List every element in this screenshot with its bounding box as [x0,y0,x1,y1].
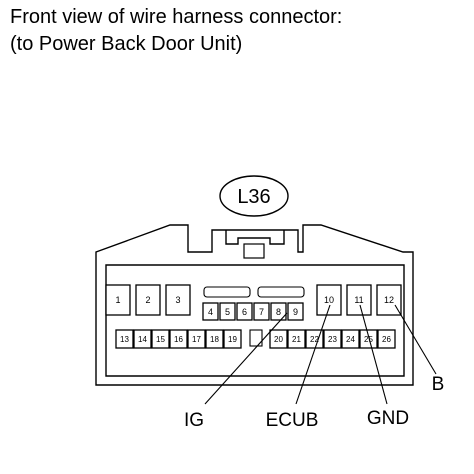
pin-12-label: 12 [384,295,394,305]
pin-3-label: 3 [175,295,180,305]
pin-group-top-right: 10 11 12 [316,284,402,316]
pin-23 [323,329,342,349]
pin-4 [202,302,219,321]
pin-19 [223,329,242,349]
pin-18 [205,329,224,349]
pin-19-label: 19 [228,335,237,344]
pin-14-label: 14 [138,335,147,344]
pin-4-label: 4 [208,307,213,317]
pin-group-bottom-right: 20 21 22 23 24 25 26 [269,329,396,349]
pin-21 [287,329,306,349]
pin-26-label: 26 [382,335,391,344]
pin-5-label: 5 [225,307,230,317]
connector-inner-frame [105,264,405,377]
pin-23-label: 23 [328,335,337,344]
pin-11-label: 11 [354,295,363,305]
pin-20 [269,329,288,349]
connector-code-bubble [219,175,289,217]
pin-7-label: 7 [259,307,264,317]
pin-14 [133,329,152,349]
pin-25-label: 25 [364,335,373,344]
pin-6 [236,302,253,321]
pin-20-label: 20 [274,335,283,344]
connector-center-key [249,329,263,347]
pin-24-label: 24 [346,335,355,344]
connector-lock-tab [243,243,265,259]
pin-5 [219,302,236,321]
pin-8-label: 8 [276,307,281,317]
pin-25 [359,329,378,349]
connector-latch [225,230,285,245]
terminal-label-ig: IG [184,410,204,431]
terminal-label-ecub: ECUB [266,410,319,431]
pin-16 [169,329,188,349]
leader-ig [204,312,288,405]
pin-17-label: 17 [192,335,201,344]
leader-b [394,304,437,375]
connector-key-slot-right [257,286,305,298]
pin-13-label: 13 [120,335,129,344]
pin-8 [270,302,287,321]
connector-key-slot-left [203,286,251,298]
pin-group-middle: 4 5 6 7 8 9 [202,302,304,321]
terminal-label-gnd: GND [367,408,409,429]
pin-18-label: 18 [210,335,219,344]
pin-22 [305,329,324,349]
pin-2-label: 2 [145,295,150,305]
connector-code-label: L36 [237,186,270,208]
pin-22-label: 22 [310,335,319,344]
pin-3 [165,284,191,316]
pin-24 [341,329,360,349]
pin-13 [115,329,134,349]
pin-7 [253,302,270,321]
pin-17 [187,329,206,349]
pin-2 [135,284,161,316]
connector-housing [95,224,414,386]
pin-15 [151,329,170,349]
pin-26 [377,329,396,349]
pin-21-label: 21 [292,335,301,344]
leader-ecub [295,304,331,405]
pin-12 [376,284,402,316]
pin-11 [346,284,372,316]
terminal-label-b: B [432,374,445,395]
leader-gnd [359,304,388,405]
diagram-subtitle: (to Power Back Door Unit) [10,33,243,55]
pin-group-bottom-left: 13 14 15 16 17 18 19 [115,329,242,349]
pin-15-label: 15 [156,335,165,344]
pin-group-top-left: 1 2 3 [105,284,191,316]
pin-10-label: 10 [324,295,334,305]
pin-6-label: 6 [242,307,247,317]
pin-10 [316,284,342,316]
pin-1-label: 1 [115,295,120,305]
pin-16-label: 16 [174,335,183,344]
pin-9 [287,302,304,321]
pin-1 [105,284,131,316]
diagram-title: Front view of wire harness connector: [10,6,343,28]
pin-9-label: 9 [293,307,298,317]
